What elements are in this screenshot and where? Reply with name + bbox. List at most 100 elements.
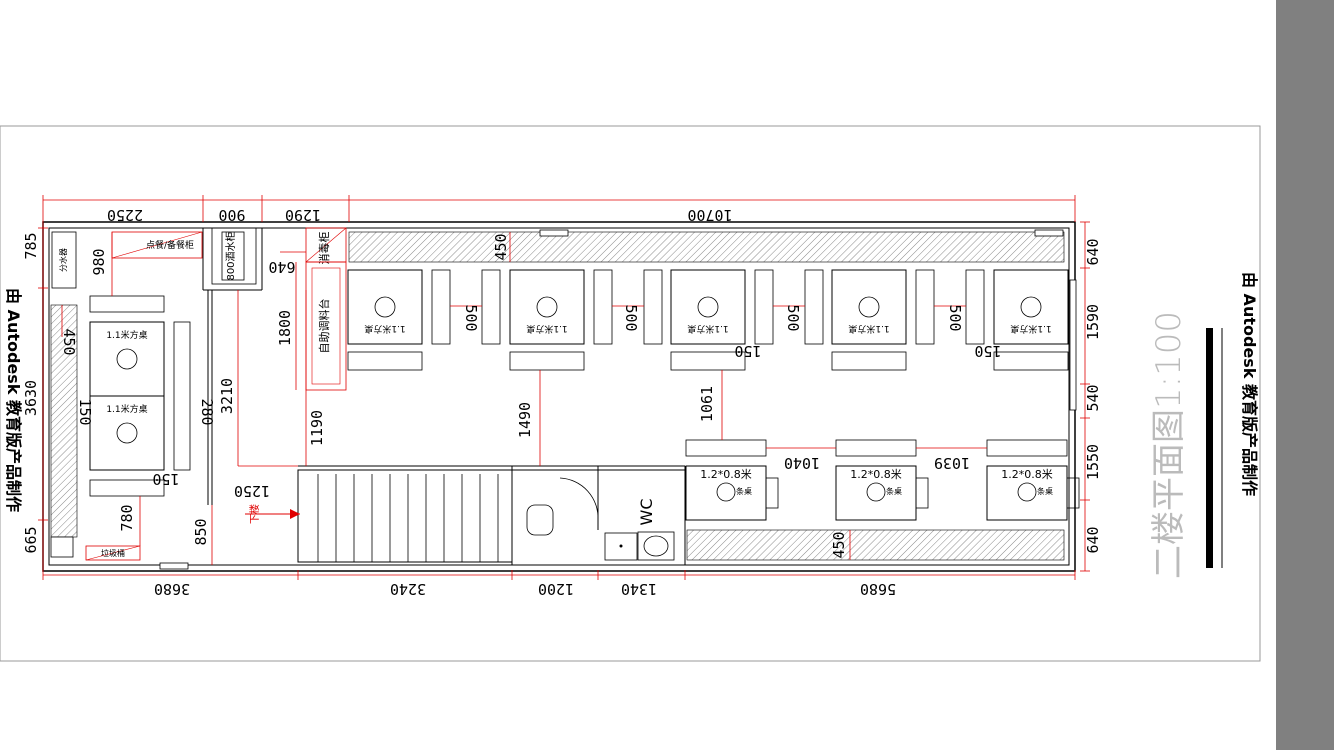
square-table-label: 1.1米方桌 (687, 323, 728, 335)
dim-450-bottom: 450 (830, 531, 848, 558)
dim-500-1: 500 (462, 304, 480, 331)
dim-bottom-3680: 3680 (154, 580, 190, 598)
bench (481, 269, 501, 345)
dim-top-1290: 1290 (285, 206, 321, 224)
water-dispenser (51, 231, 77, 289)
bar-table-label: 条桌 (886, 486, 902, 496)
bench (765, 477, 779, 509)
square-table-label: 1.1米方桌 (364, 323, 405, 335)
dim-450-left: 450 (60, 328, 78, 355)
dim-150-row1: 150 (734, 342, 761, 360)
bench (754, 269, 774, 345)
bench (915, 477, 929, 509)
dim-left-3630: 3630 (22, 380, 40, 416)
bar-table-label: 条桌 (1037, 486, 1053, 496)
square-table (831, 269, 907, 345)
dim-280: 280 (198, 398, 216, 425)
table-center-circle (866, 482, 886, 502)
table-center-circle (716, 482, 736, 502)
square-table-label: 1.1米方桌 (1010, 323, 1051, 335)
table-center-circle (374, 296, 396, 318)
dim-1190: 1190 (308, 410, 326, 446)
dim-top-2250: 2250 (107, 206, 143, 224)
dim-1039: 1039 (934, 454, 970, 472)
title-underline-thick (1206, 328, 1213, 568)
dim-500-3: 500 (784, 304, 802, 331)
dim-top-900: 900 (218, 206, 245, 224)
dim-bottom-1340: 1340 (621, 580, 657, 598)
dim-right-1550: 1550 (1084, 444, 1102, 480)
hatch-left-band (50, 304, 78, 538)
dim-left-785: 785 (22, 232, 40, 259)
square-table-label: 1.1米方桌 (106, 403, 147, 415)
toilet (526, 504, 554, 536)
dim-1250: 1250 (234, 482, 270, 500)
drawing-title: 二楼平面图1:100 (1149, 311, 1189, 579)
dim-1040: 1040 (784, 454, 820, 472)
bench (509, 351, 585, 371)
table-center-circle (536, 296, 558, 318)
dim-150-row2: 150 (974, 342, 1001, 360)
dim-980: 980 (90, 248, 108, 275)
rect-table-label: 1.2*0.8米 (700, 468, 752, 481)
paper-frame (0, 125, 1261, 662)
dim-450-top: 450 (492, 233, 510, 260)
dim-bottom-1200: 1200 (538, 580, 574, 598)
dim-right-1590: 1590 (1084, 304, 1102, 340)
wine-cabinet (211, 227, 257, 285)
wash-basin (637, 531, 675, 561)
dim-1800: 1800 (276, 310, 294, 346)
drawing-sheet: WC 点餐/备餐柜 800酒水柜 消毒柜 自助调料台 分水器 垃圾桶 1.1米方… (0, 125, 1261, 662)
dim-1490: 1490 (516, 402, 534, 438)
dim-right-540: 540 (1084, 384, 1102, 411)
square-table (670, 269, 746, 345)
dim-3210: 3210 (218, 378, 236, 414)
bench (89, 479, 165, 497)
table-center-circle (1020, 296, 1042, 318)
wine-cabinet-label: 800酒水柜 (224, 231, 237, 280)
water-dispenser-label: 分水器 (58, 248, 68, 272)
table-center-circle (116, 348, 138, 370)
square-table (509, 269, 585, 345)
square-table-label: 1.1米方桌 (526, 323, 567, 335)
bench (965, 269, 985, 345)
gray-side-panel (1276, 0, 1334, 750)
square-table (993, 269, 1069, 345)
bench (431, 269, 451, 345)
disinfect-cabinet-label: 消毒柜 (317, 232, 331, 265)
watermark-right: 由 Autodesk 教育版产品制作 (1240, 272, 1259, 496)
bench (593, 269, 613, 345)
dim-500-4: 500 (946, 304, 964, 331)
rect-table-label: 1.2*0.8米 (850, 468, 902, 481)
square-table-label: 1.1米方桌 (848, 323, 889, 335)
dim-150-mid: 150 (152, 470, 179, 488)
hatch-bottom-band (686, 529, 1065, 561)
dim-top-10700: 10700 (687, 206, 732, 224)
dim-left-665: 665 (22, 526, 40, 553)
dim-right-640b: 640 (1084, 526, 1102, 553)
table-center-circle (116, 422, 138, 444)
bar-table-label: 条桌 (736, 486, 752, 496)
self-service-counter-label: 自助调料台 (317, 299, 331, 354)
order-counter-label: 点餐/备餐柜 (146, 239, 194, 251)
dim-850: 850 (192, 518, 210, 545)
bench (173, 321, 191, 471)
trash-bin (85, 545, 141, 561)
bench (643, 269, 663, 345)
rect-table-label: 1.2*0.8米 (1001, 468, 1053, 481)
dim-bottom-3240: 3240 (390, 580, 426, 598)
table-center-circle (1017, 482, 1037, 502)
table-center-circle (697, 296, 719, 318)
bench (993, 351, 1069, 371)
bench (831, 351, 907, 371)
hatch-top-band (348, 231, 1065, 263)
bench (804, 269, 824, 345)
trash-bin-label: 垃圾桶 (101, 548, 125, 558)
bench (915, 269, 935, 345)
dim-150-left: 150 (76, 398, 94, 425)
watermark-left: 由 Autodesk 教育版产品制作 (4, 288, 23, 512)
bench (347, 351, 423, 371)
inner-wall (48, 227, 1070, 566)
dim-500-2: 500 (622, 304, 640, 331)
dim-bottom-5680: 5680 (860, 580, 896, 598)
